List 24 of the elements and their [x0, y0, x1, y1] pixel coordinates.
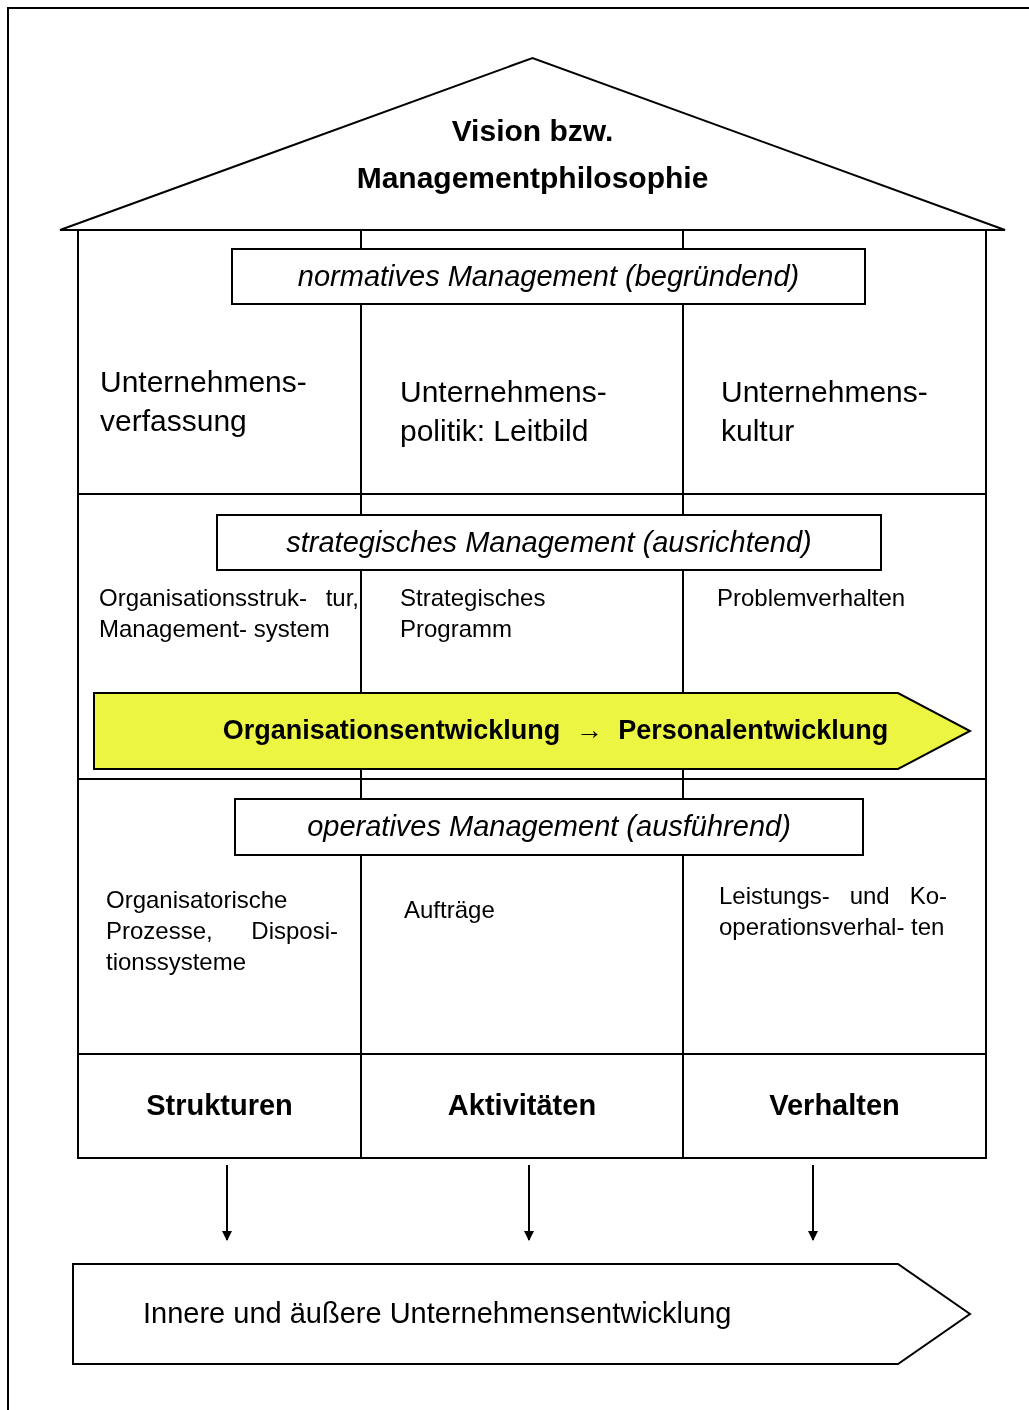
cell-text: Unternehmens- politik: Leitbild — [400, 372, 670, 462]
roof-triangle — [60, 58, 1005, 230]
arrow — [808, 1164, 818, 1241]
roof-title: Vision bzw. Managementphilosophie — [355, 113, 710, 196]
arrow — [222, 1164, 232, 1241]
arrow — [524, 1164, 534, 1241]
cell-text: Unternehmens- verfassung — [100, 362, 350, 452]
level-heading-box: operatives Management (ausführend) — [234, 798, 864, 856]
cell-text: Leistungs- und Ko- operationsverhal- ten — [719, 880, 947, 980]
arrow-text: Organisationsentwicklung → Personalentwicklung — [222, 714, 889, 748]
pillar-label: Aktivitäten — [361, 1054, 683, 1158]
cell-text: Organisatorische Prozesse, Disposi- tionssysteme — [106, 884, 338, 984]
pillar-label: Strukturen — [78, 1054, 361, 1158]
level-heading-box: strategisches Management (ausrichtend) — [216, 514, 882, 571]
pillar-label: Verhalten — [683, 1054, 986, 1158]
cell-text: Problemverhalten — [717, 582, 967, 622]
level-heading-box: normatives Management (begründend) — [231, 248, 866, 305]
result-arrow — [73, 1264, 970, 1364]
cell-text: Unternehmens- kultur — [721, 372, 971, 462]
arrow-text: Innere und äußere Unternehmensentwicklung — [143, 1296, 732, 1332]
development-arrow — [94, 693, 970, 769]
cell-text: Aufträge — [404, 894, 654, 934]
cell-text: Organisationsstruk- tur, Management- system — [99, 582, 359, 682]
cell-text: Strategisches Programm — [400, 582, 650, 652]
